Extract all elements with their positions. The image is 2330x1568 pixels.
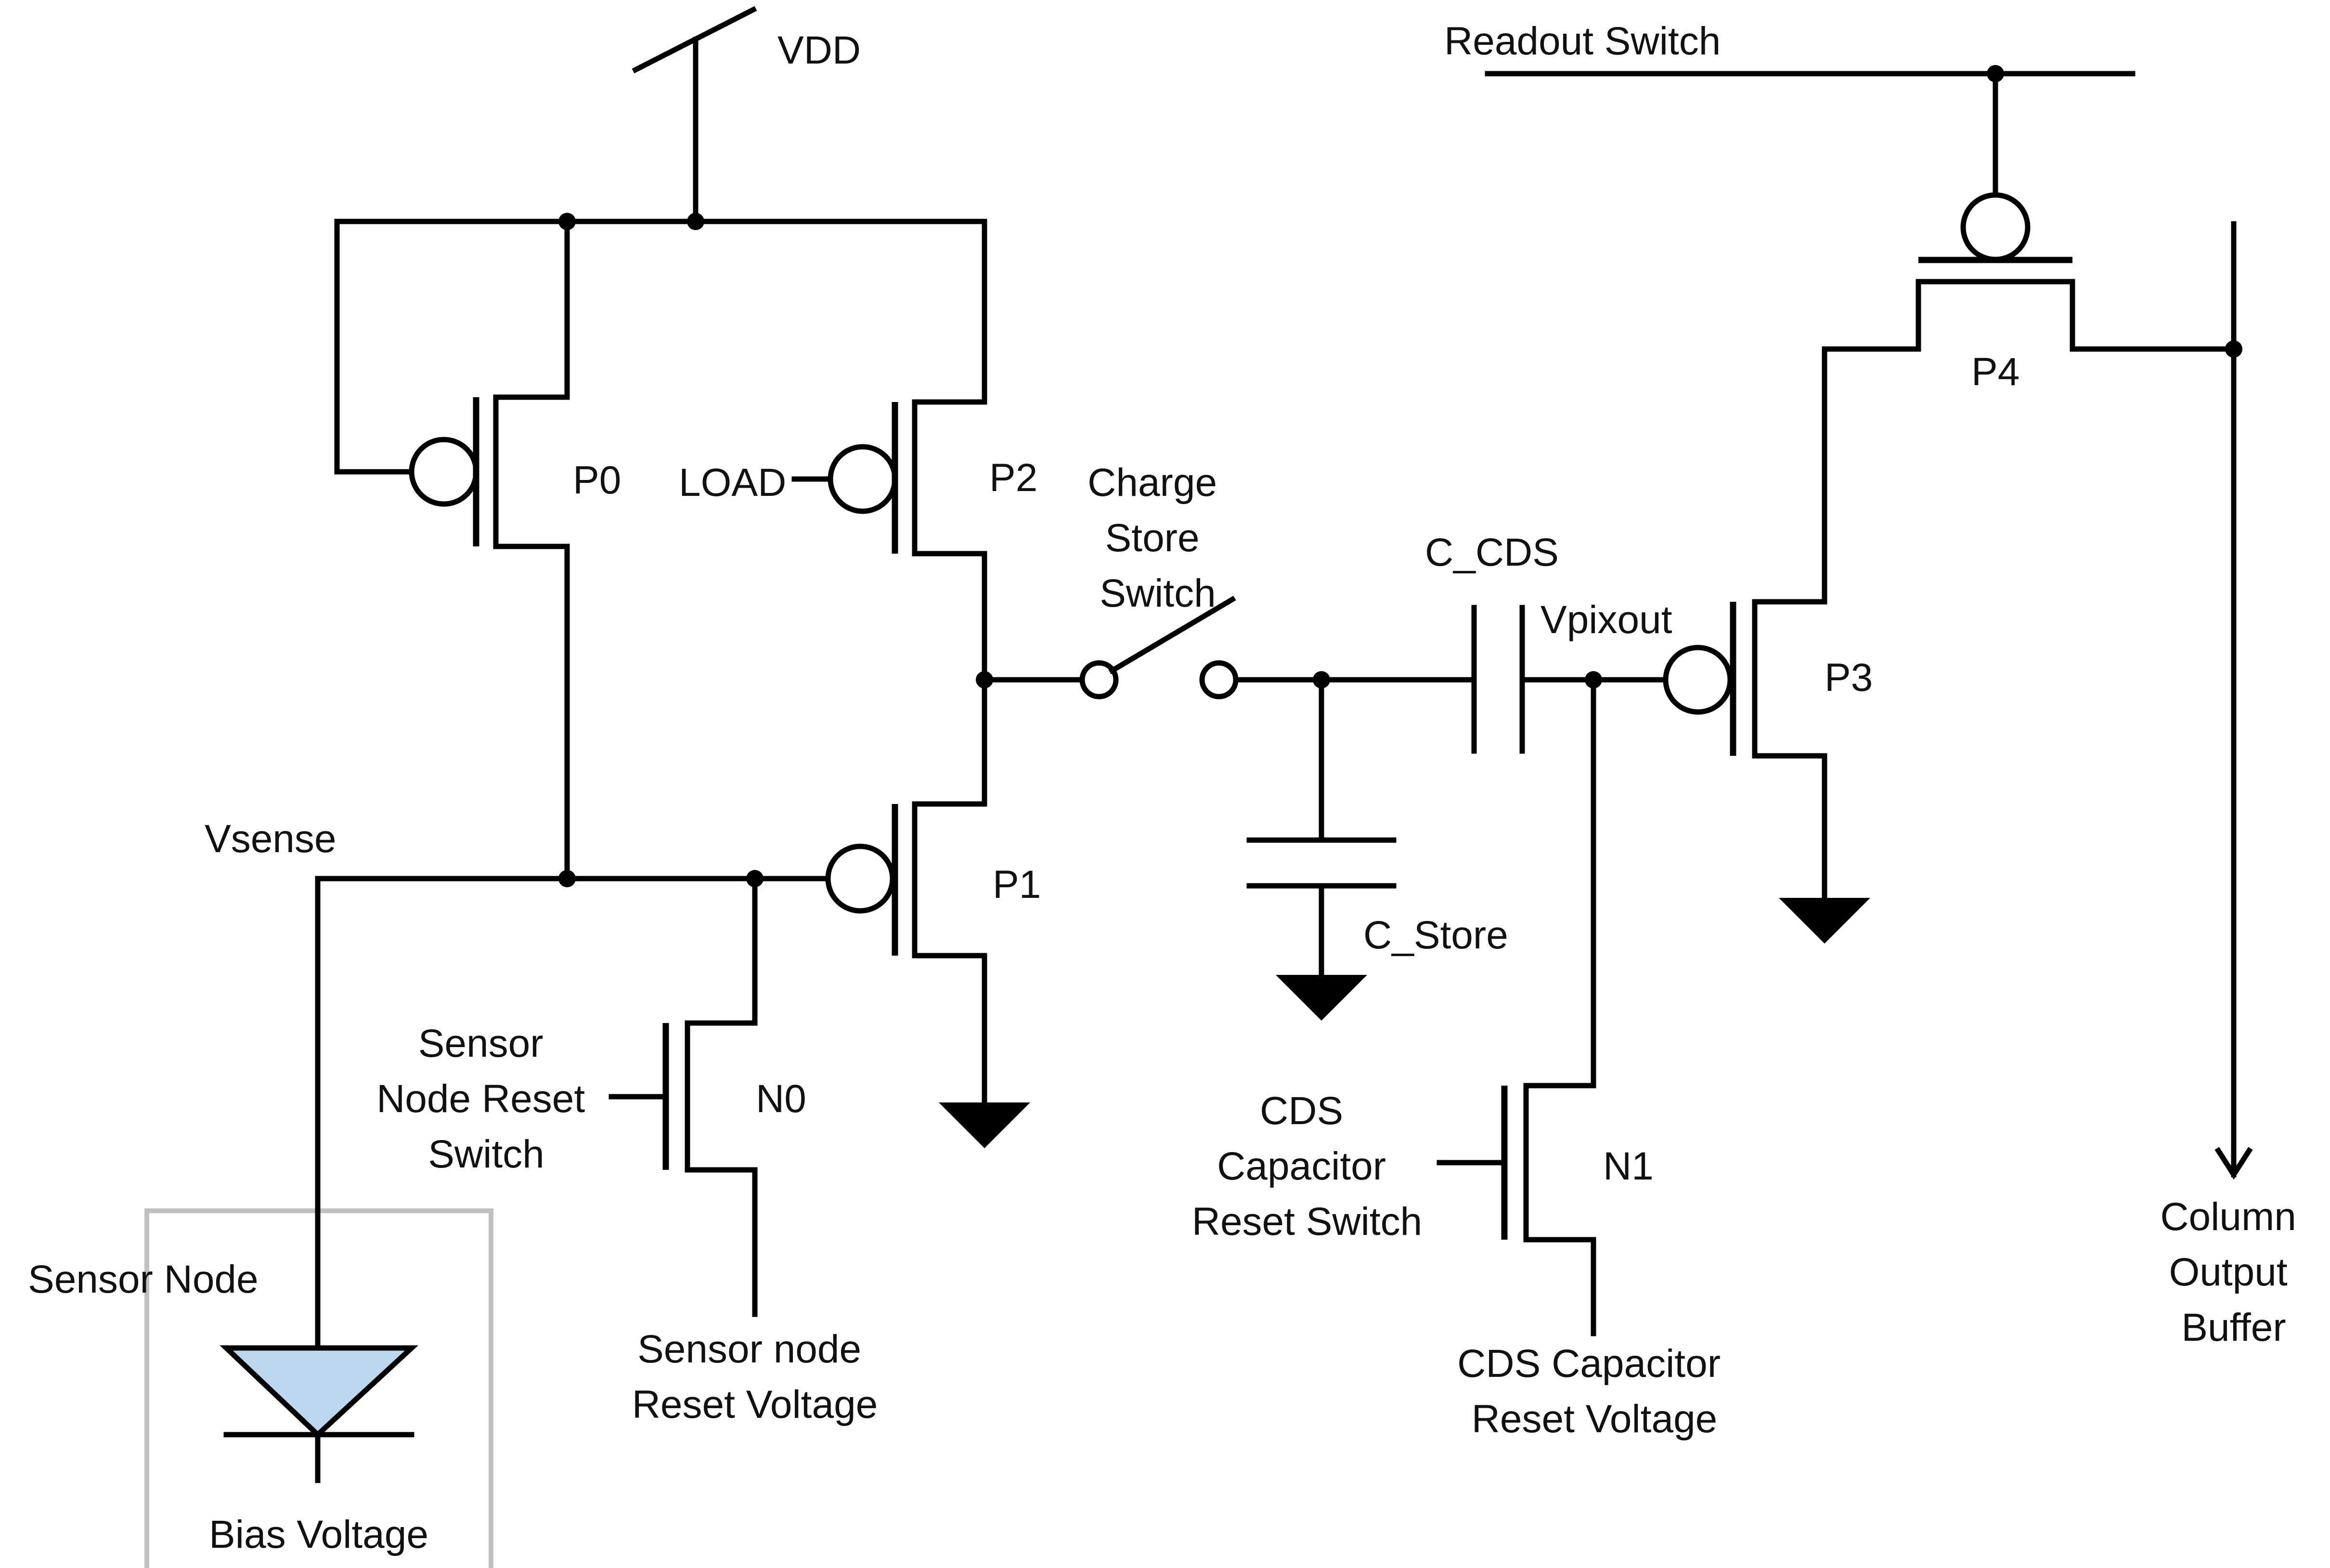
label-vsense: Vsense [205, 817, 337, 861]
vdd-supply [334, 6, 987, 230]
transistor-n0 [608, 876, 758, 1317]
label-c-cds: C_CDS [1425, 531, 1559, 574]
label-vdd: VDD [777, 28, 861, 72]
sensor-node [144, 876, 493, 1568]
label-readout-switch: Readout Switch [1444, 19, 1721, 63]
label-bias-voltage: Bias Voltage [209, 1513, 428, 1556]
capacitor-c-store [1246, 677, 1397, 1021]
label-n0: N0 [756, 1077, 806, 1121]
label-p0: P0 [573, 458, 621, 502]
label-sensor-node: Sensor Node [28, 1257, 259, 1301]
label-cds-capacitor-reset-switch: CDS Capacitor Reset Switch [1192, 1089, 1423, 1244]
label-sensor-node-reset-voltage: Sensor node Reset Voltage [632, 1327, 878, 1426]
label-vpixout: Vpixout [1540, 598, 1672, 642]
label-charge-store-switch: Charge Store Switch [1087, 461, 1228, 615]
charge-store-switch [982, 596, 1474, 700]
label-p1: P1 [993, 863, 1041, 907]
label-cds-capacitor-reset-voltage: CDS Capacitor Reset Voltage [1457, 1342, 1732, 1441]
transistor-p1 [315, 801, 1030, 1148]
column-output-line [2214, 221, 2253, 1180]
photodiode-symbol [220, 1345, 419, 1438]
label-column-output-buffer: Column Output Buffer [2160, 1195, 2307, 1349]
labels: VDD Readout Switch P0 P2 P1 P3 P4 N0 N1 … [28, 19, 2307, 1556]
label-c-store: C_Store [1363, 913, 1508, 957]
label-p3: P3 [1825, 656, 1873, 700]
label-p4: P4 [1971, 350, 2019, 394]
label-sensor-node-reset-switch: Sensor Node Reset Switch [376, 1022, 596, 1176]
transistor-p4 [1485, 65, 2242, 358]
transistor-p3 [1663, 346, 1870, 944]
label-n1: N1 [1603, 1144, 1654, 1188]
transistor-n1 [1437, 677, 1596, 1336]
transistor-p0 [334, 219, 570, 881]
label-p2: P2 [989, 456, 1037, 500]
label-load: LOAD [679, 461, 786, 505]
transistor-p2 [791, 219, 993, 807]
